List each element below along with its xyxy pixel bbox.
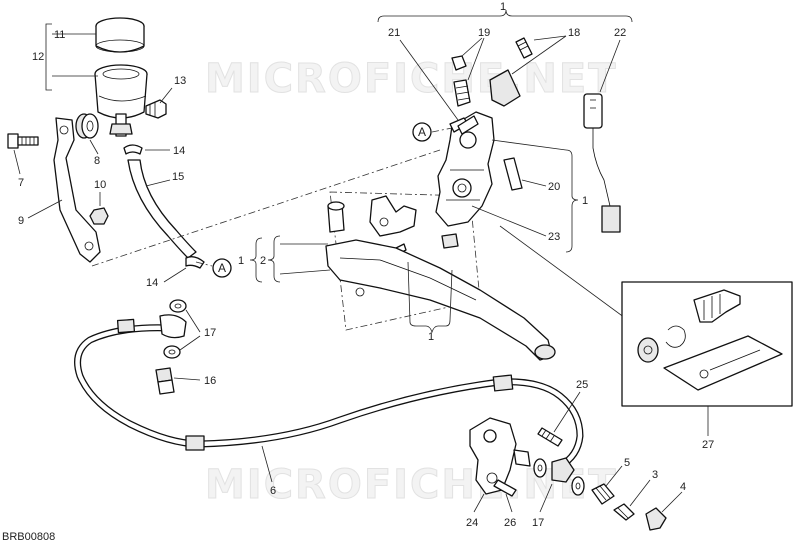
callout-25: 25 [576, 379, 588, 391]
callout-1-top: 1 [500, 1, 506, 13]
callout-26: 26 [504, 517, 516, 529]
fluid-reservoir [94, 64, 148, 137]
callout-1-left: 1 [238, 255, 244, 267]
slave-cylinder [469, 417, 531, 495]
bleed-cap-4 [645, 507, 667, 531]
callout-14-bottom: 14 [146, 277, 158, 289]
reservoir-bracket [53, 117, 101, 263]
bottom-group-bracket: 1 [407, 261, 453, 343]
callout-17-bottom: 17 [532, 517, 544, 529]
callout-27: 27 [702, 439, 714, 451]
watermark-top: MICROFICHE.NET [205, 56, 618, 102]
callout-18: 18 [568, 27, 580, 39]
callout-22: 22 [614, 27, 626, 39]
pivot-pin-20 [503, 157, 523, 191]
copper-washers-17-left [163, 299, 187, 359]
drawing-reference-code: BRB00808 [2, 531, 55, 542]
callout-19: 19 [478, 27, 490, 39]
callout-8: 8 [94, 155, 100, 167]
clutch-hose [74, 314, 584, 470]
reservoir-elbow-fitting [145, 99, 167, 119]
svg-text:A: A [218, 261, 226, 275]
svg-text:A: A [418, 125, 426, 139]
top-group-bracket: 1 [377, 1, 633, 23]
bleed-fitting-5 [591, 483, 615, 505]
banjo-bolt-16 [155, 367, 175, 395]
bolt-25 [537, 427, 563, 447]
callout-20: 20 [548, 181, 560, 193]
reference-mark-a-left: A [195, 258, 232, 278]
callout-5: 5 [624, 457, 630, 469]
callout-6: 6 [270, 485, 276, 497]
callout-12: 12 [32, 51, 44, 63]
hose-clamp-14-top [123, 144, 143, 155]
callout-3: 3 [652, 469, 658, 481]
callout-17-left: 17 [204, 327, 216, 339]
bleeder-valve-19 [451, 55, 471, 107]
repair-kit-box [621, 281, 793, 407]
right-group-bracket: 1 [491, 139, 588, 253]
construction-line-left [91, 149, 441, 267]
callout-1-right: 1 [582, 195, 588, 207]
callout-14-top: 14 [173, 145, 185, 157]
grommet-8 [75, 113, 99, 139]
callout-7: 7 [18, 177, 24, 189]
callout-2: 2 [260, 255, 266, 267]
screw-7 [7, 133, 39, 149]
bolt-26 [493, 479, 517, 497]
hose-clamp-14-bottom [185, 256, 205, 269]
callout-24: 24 [466, 517, 478, 529]
watermark-bottom: MICROFICHE.NET [205, 462, 618, 508]
banjo-bolt-21 [449, 115, 479, 135]
bleed-screw-3 [613, 503, 635, 521]
lever-bracket: 1 2 [238, 235, 331, 283]
nut-10 [89, 207, 109, 225]
callout-15: 15 [172, 171, 184, 183]
callout-10: 10 [94, 179, 106, 191]
callout-16: 16 [204, 375, 216, 387]
master-cylinder-body [435, 111, 495, 227]
callout-11: 11 [54, 29, 65, 41]
reservoir-hose [127, 159, 197, 259]
callout-1-bottom: 1 [428, 331, 434, 343]
reservoir-cap [95, 17, 145, 53]
clutch-switch-22 [583, 93, 621, 233]
callout-21: 21 [388, 27, 400, 39]
callout-23: 23 [548, 231, 560, 243]
bracket-12: 12 11 [32, 23, 98, 91]
callout-13: 13 [174, 75, 186, 87]
reference-mark-a-top: A [412, 122, 453, 142]
microswitch-18 [489, 37, 533, 107]
callout-4: 4 [680, 481, 686, 493]
callout-9: 9 [18, 215, 24, 227]
copper-washers-17-bottom [533, 457, 585, 496]
clutch-lever [325, 239, 556, 361]
kit-leader [499, 225, 637, 327]
